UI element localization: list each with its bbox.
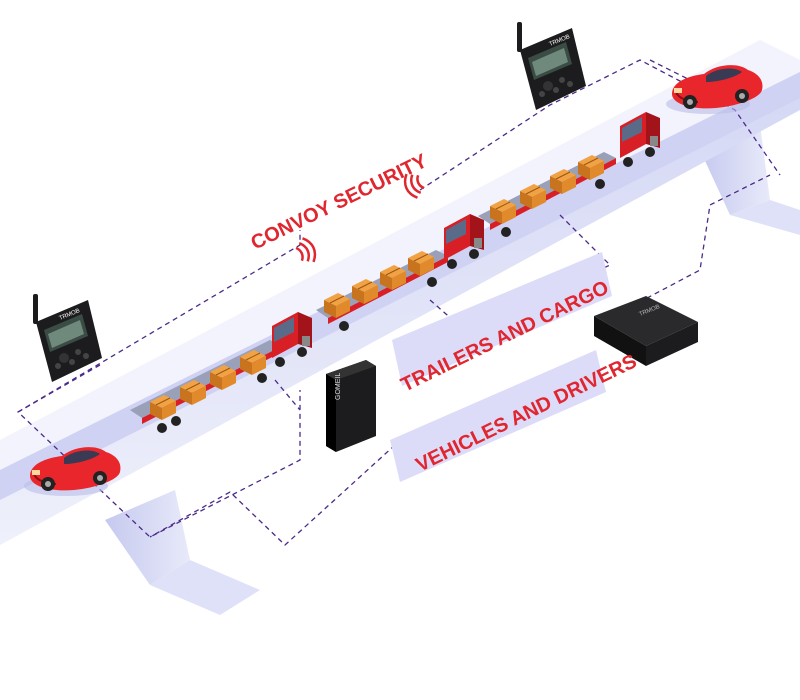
gps-tracker-icon: GOMEIL [326, 360, 376, 452]
obd-tracker-icon: TRMOB [594, 296, 698, 366]
truck-1 [130, 312, 312, 433]
radio-icon: TRMOB [517, 22, 586, 110]
gps-tracker-brand: GOMEIL [335, 373, 342, 400]
signal-waves-icon [292, 234, 321, 268]
truck-3 [478, 112, 660, 237]
truck-2 [316, 214, 484, 331]
car-front [665, 64, 764, 115]
radio-icon: TRMOB [33, 294, 102, 382]
label-bands [390, 252, 612, 482]
truck-convoy [130, 112, 660, 433]
